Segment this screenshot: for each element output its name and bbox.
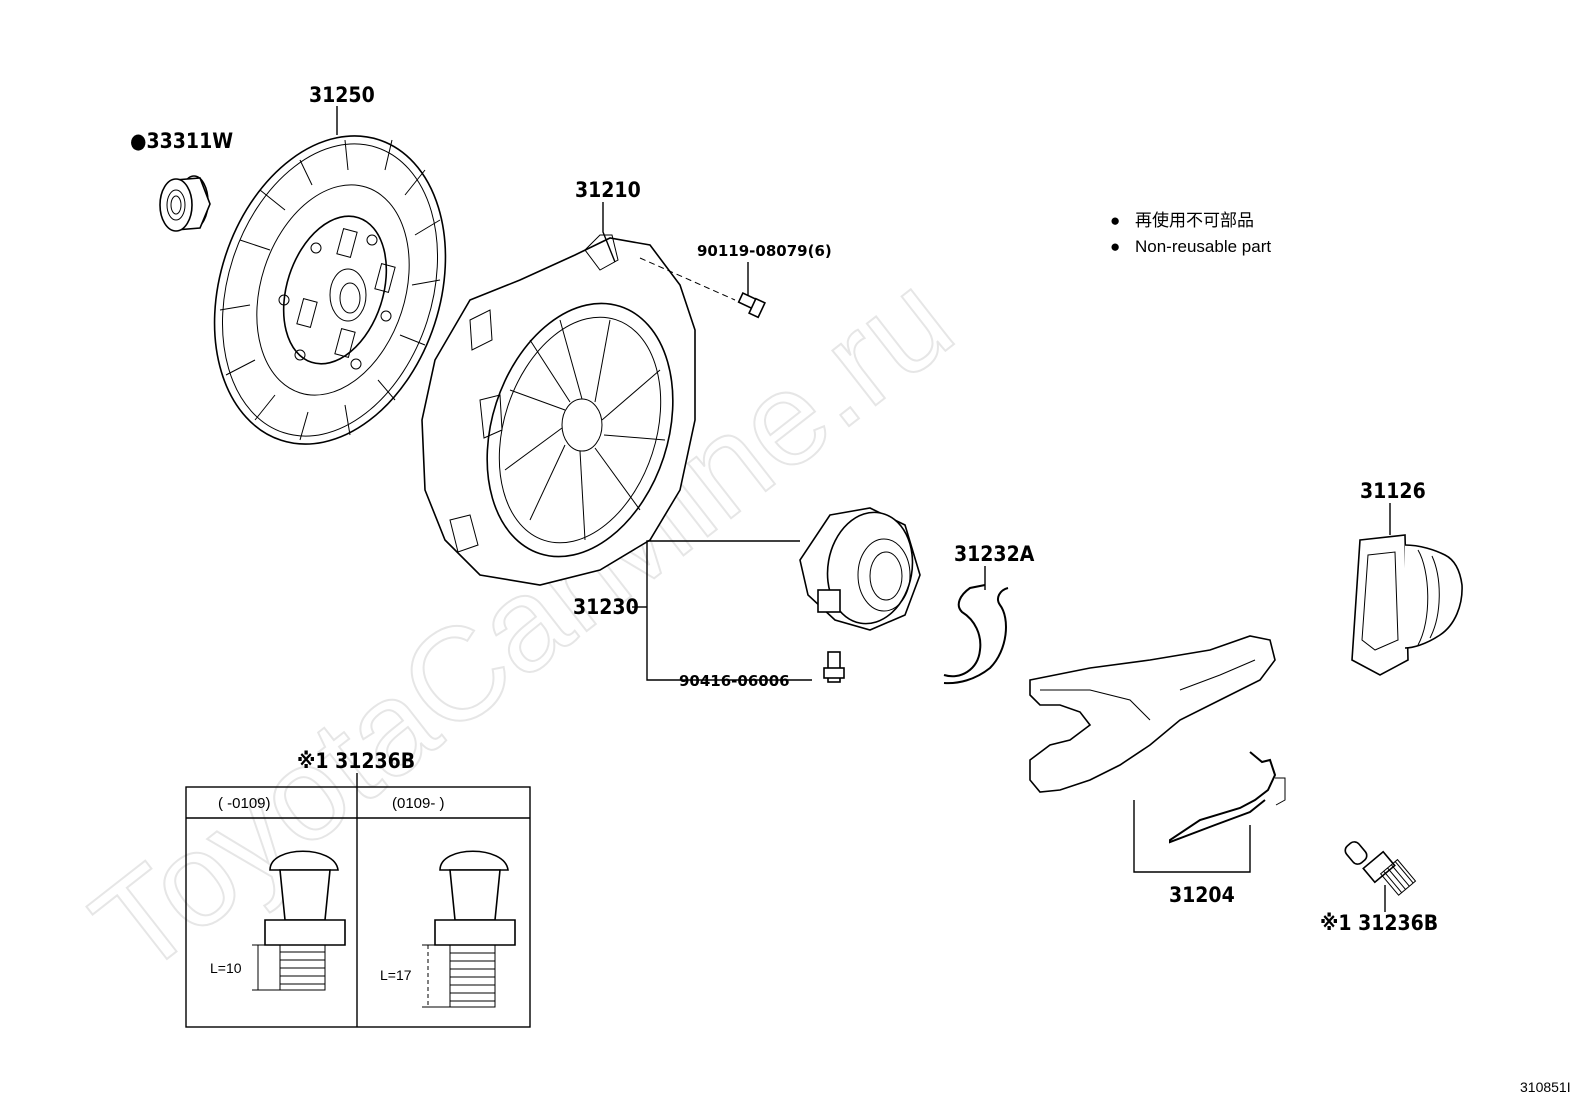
clutch-cover-drawing[interactable] xyxy=(421,234,704,586)
label-90119-08079: 90119-08079(6) xyxy=(697,242,832,260)
dim-length-long: L=17 xyxy=(380,967,412,983)
pivot-stud-drawing[interactable] xyxy=(1343,839,1417,896)
label-31230: 31230 xyxy=(573,595,639,619)
label-31126: 31126 xyxy=(1360,479,1426,503)
pilot-bearing-drawing[interactable] xyxy=(159,175,211,232)
release-fork-drawing[interactable] xyxy=(1029,635,1286,844)
label-31236b-bottom: ※1 31236B xyxy=(1320,911,1438,935)
legend: ● 再使用不可部品 ● Non-reusable part xyxy=(1110,210,1271,256)
release-fork-boot-drawing[interactable] xyxy=(1351,534,1463,676)
grease-fitting-drawing[interactable] xyxy=(823,651,845,683)
legend-bullet-2: ● xyxy=(1110,237,1120,256)
label-31204: 31204 xyxy=(1169,883,1235,907)
diagram-id: 310851I xyxy=(1520,1079,1571,1095)
table-header-col-1: ( -0109) xyxy=(218,795,271,812)
pivot-stud-short-drawing: L=10 xyxy=(210,850,346,991)
dim-length-short: L=10 xyxy=(210,960,242,976)
clip-drawing[interactable] xyxy=(943,584,1009,685)
label-31232a: 31232A xyxy=(954,542,1035,566)
pivot-stud-long-drawing: L=17 xyxy=(380,850,516,1008)
legend-line-english: Non-reusable part xyxy=(1135,237,1271,256)
label-31236b-top: ※1 31236B xyxy=(297,749,415,773)
legend-bullet-1: ● xyxy=(1110,211,1120,230)
bracket-31230 xyxy=(646,540,812,681)
legend-line-japanese: 再使用不可部品 xyxy=(1135,210,1254,230)
clutch-disc-drawing[interactable] xyxy=(177,106,484,475)
bracket-31204 xyxy=(1133,800,1251,873)
label-31210: 31210 xyxy=(575,178,641,202)
pivot-variant-table: ( -0109) (0109- ) L=10 xyxy=(185,786,531,1028)
cover-bolt-drawing[interactable] xyxy=(639,257,766,319)
table-header-col-2: (0109- ) xyxy=(392,795,445,812)
label-31250: 31250 xyxy=(309,83,375,107)
label-33311w: ●33311W xyxy=(130,129,233,153)
label-90416-06006: 90416-06006 xyxy=(679,672,790,690)
release-bearing-drawing[interactable] xyxy=(799,506,921,631)
